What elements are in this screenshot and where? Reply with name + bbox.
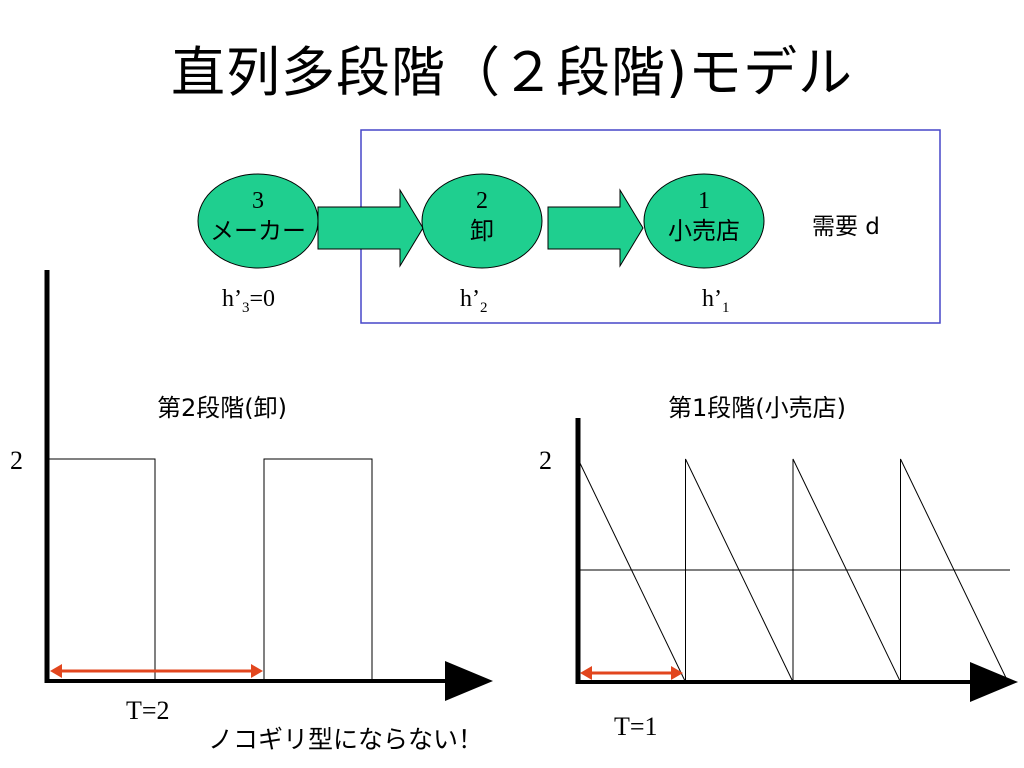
node-wholesaler-number: 2 bbox=[476, 188, 488, 214]
sawtooth-tooth-2 bbox=[685, 458, 794, 683]
slide-title: 直列多段階（２段階)モデル bbox=[170, 41, 854, 104]
right-period-label: T=1 bbox=[614, 712, 658, 741]
node-maker-label: 3 メーカー bbox=[188, 186, 328, 246]
demand-label: 需要 d bbox=[812, 214, 880, 240]
sawtooth-tooth-3 bbox=[792, 458, 901, 683]
node-retailer bbox=[643, 173, 765, 269]
left-period-arrowhead-left bbox=[50, 664, 62, 678]
left-inventory-line-1 bbox=[49, 458, 156, 681]
holding-cost-retailer: h’1 bbox=[702, 286, 730, 316]
left-chart-title: 第2段階(卸) bbox=[157, 394, 287, 422]
sawtooth-tooth-4 bbox=[900, 458, 1009, 683]
right-period-arrowhead-left bbox=[580, 666, 592, 680]
node-maker bbox=[197, 173, 319, 269]
holding-cost-wholesaler: h’2 bbox=[460, 286, 488, 316]
right-ytick-label: 2 bbox=[539, 446, 552, 475]
node-maker-name: メーカー bbox=[210, 217, 306, 245]
node-wholesaler-name: 卸 bbox=[470, 217, 494, 245]
left-ytick-label: 2 bbox=[10, 446, 23, 475]
holding-cost-maker: h’3=0 bbox=[222, 286, 276, 316]
right-period-arrowhead-right bbox=[671, 666, 683, 680]
node-retailer-label: 1 小売店 bbox=[634, 186, 774, 246]
left-period-arrowhead-right bbox=[251, 664, 263, 678]
node-wholesaler-label: 2 卸 bbox=[412, 186, 552, 246]
node-retailer-name: 小売店 bbox=[668, 217, 740, 245]
node-retailer-number: 1 bbox=[698, 188, 710, 214]
left-period-label: T=2 bbox=[126, 696, 170, 725]
flow-arrow-maker-to-wholesaler bbox=[317, 188, 424, 268]
left-inventory-line-2 bbox=[263, 458, 373, 681]
right-chart-title: 第1段階(小売店) bbox=[668, 394, 846, 422]
note-text: ノコギリ型にならない！ bbox=[208, 725, 484, 754]
node-wholesaler bbox=[421, 173, 543, 269]
flow-arrow-wholesaler-to-retailer bbox=[547, 188, 644, 268]
node-maker-number: 3 bbox=[252, 188, 264, 214]
